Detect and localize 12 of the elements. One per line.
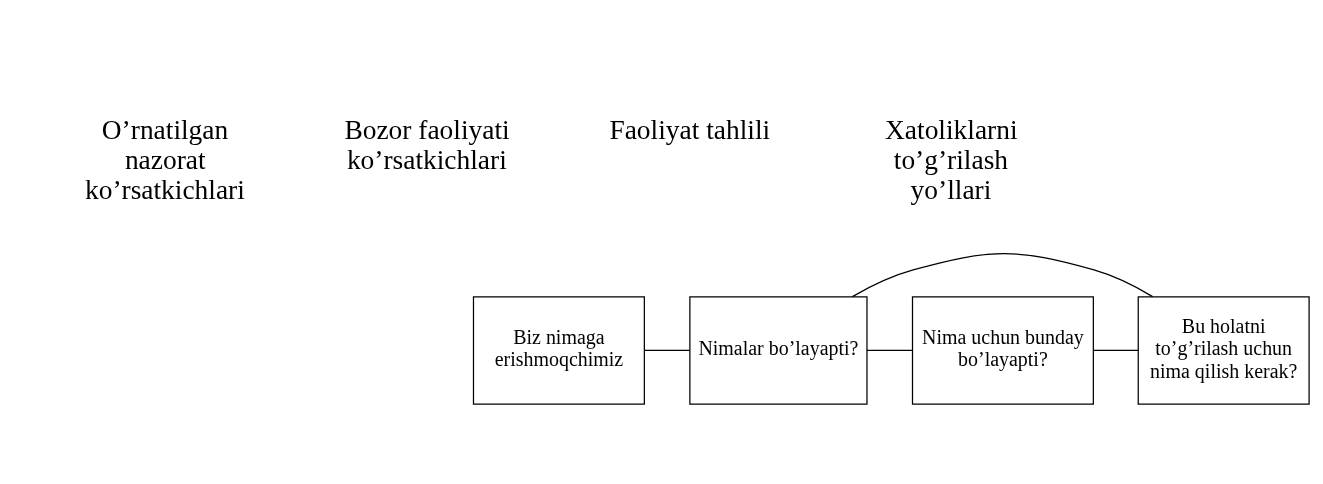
node-box: Biz nimaga erishmoqchimiz [472, 295, 645, 405]
node-box: Nimalar bo’layapti? [689, 295, 868, 405]
node-box: Nima uchun bunday bo’layapti? [911, 295, 1094, 405]
label: O’rnatilgan nazorat ko’rsatkichlari [84, 114, 245, 205]
connector [644, 349, 691, 351]
connector [1092, 349, 1139, 351]
connector [851, 252, 1154, 297]
connector [866, 349, 913, 351]
label: Xatoliklarni to’g’rilash yo’llari [885, 114, 1018, 205]
label: Bozor faoliyati ko’rsatkichlari [344, 114, 510, 175]
label: Faoliyat tahlili [609, 114, 771, 145]
node-box: Bu holatni to’g’rilash uchun nima qilish kerak? [1137, 295, 1310, 405]
